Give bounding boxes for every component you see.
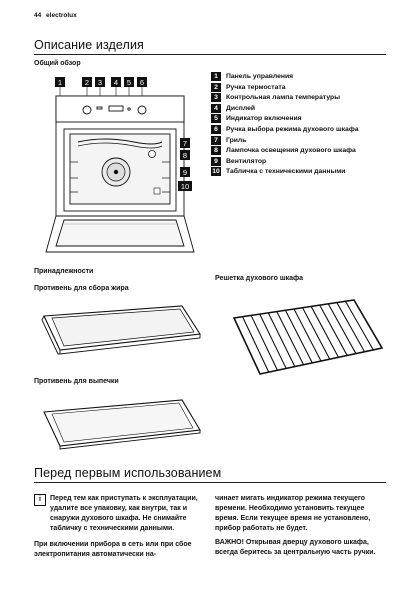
callout-8: 8 [183, 151, 187, 160]
section-title-before-first-use: Перед первым использованием [34, 466, 222, 480]
rack-bar [293, 308, 322, 362]
note-block: i Перед тем как приступать к эксплуатаци… [34, 494, 204, 534]
power-paragraph-start: При включении прибора в сеть или при сбо… [34, 541, 192, 558]
callout-1: 1 [58, 78, 62, 87]
warning-text: Открывая дверцу духового шкафа, всегда б… [215, 539, 376, 556]
rack-bar [344, 301, 374, 351]
brand-logo: electrolux [46, 12, 77, 19]
oven-diagram: 1 2 3 4 5 6 [45, 77, 195, 253]
text-column-right: чинает мигать индикатор режима текущего … [215, 494, 386, 558]
callout-labels-top: 1 2 3 4 5 6 [55, 77, 147, 87]
callout-4: 4 [114, 78, 118, 87]
rack-bar [319, 304, 348, 356]
rack-bar [276, 311, 305, 365]
section-title: Описание изделия [34, 38, 144, 52]
callout-9: 9 [183, 168, 187, 177]
overview-heading: Общий обзор [34, 60, 81, 67]
warning-label: ВАЖНО! [215, 539, 244, 546]
callout-labels-right: 7 8 9 10 [178, 138, 192, 191]
power-paragraph-cont: чинает мигать индикатор режима текущего … [215, 495, 371, 532]
fat-tray-label: Противень для сбора жира [34, 285, 129, 292]
accessories-heading: Принадлежности [34, 268, 94, 275]
rack-bar [250, 315, 278, 371]
oven-rack-illustration [232, 299, 384, 375]
rack-bar [242, 316, 270, 373]
callout-10: 10 [181, 182, 189, 191]
rack-bar [302, 307, 331, 360]
callout-2: 2 [85, 78, 89, 87]
baking-tray-illustration [43, 399, 201, 450]
baking-tray-label: Противень для выпечки [34, 378, 119, 385]
rack-bar [259, 313, 287, 369]
callout-5: 5 [127, 78, 131, 87]
page-header: 44 electrolux [34, 12, 77, 19]
rack-bar [267, 312, 296, 367]
page-number: 44 [34, 12, 42, 19]
rack-bar [336, 302, 366, 352]
callout-6: 6 [140, 78, 144, 87]
note-text: Перед тем как приступать к эксплуатации,… [50, 495, 198, 532]
oven-rack-label: Решетка духового шкафа [215, 275, 304, 282]
warning-paragraph: ВАЖНО! Открывая дверцу духового шкафа, в… [215, 538, 386, 558]
rack-bar [310, 306, 339, 358]
fat-tray-illustration [41, 305, 201, 355]
section-divider [34, 54, 386, 55]
callout-3: 3 [98, 78, 102, 87]
rack-bar [327, 303, 357, 354]
rack-bar [284, 310, 313, 364]
info-icon: i [34, 494, 46, 506]
section-divider [34, 482, 386, 483]
callout-7: 7 [183, 139, 187, 148]
text-column-left: i Перед тем как приступать к эксплуатаци… [34, 494, 204, 560]
